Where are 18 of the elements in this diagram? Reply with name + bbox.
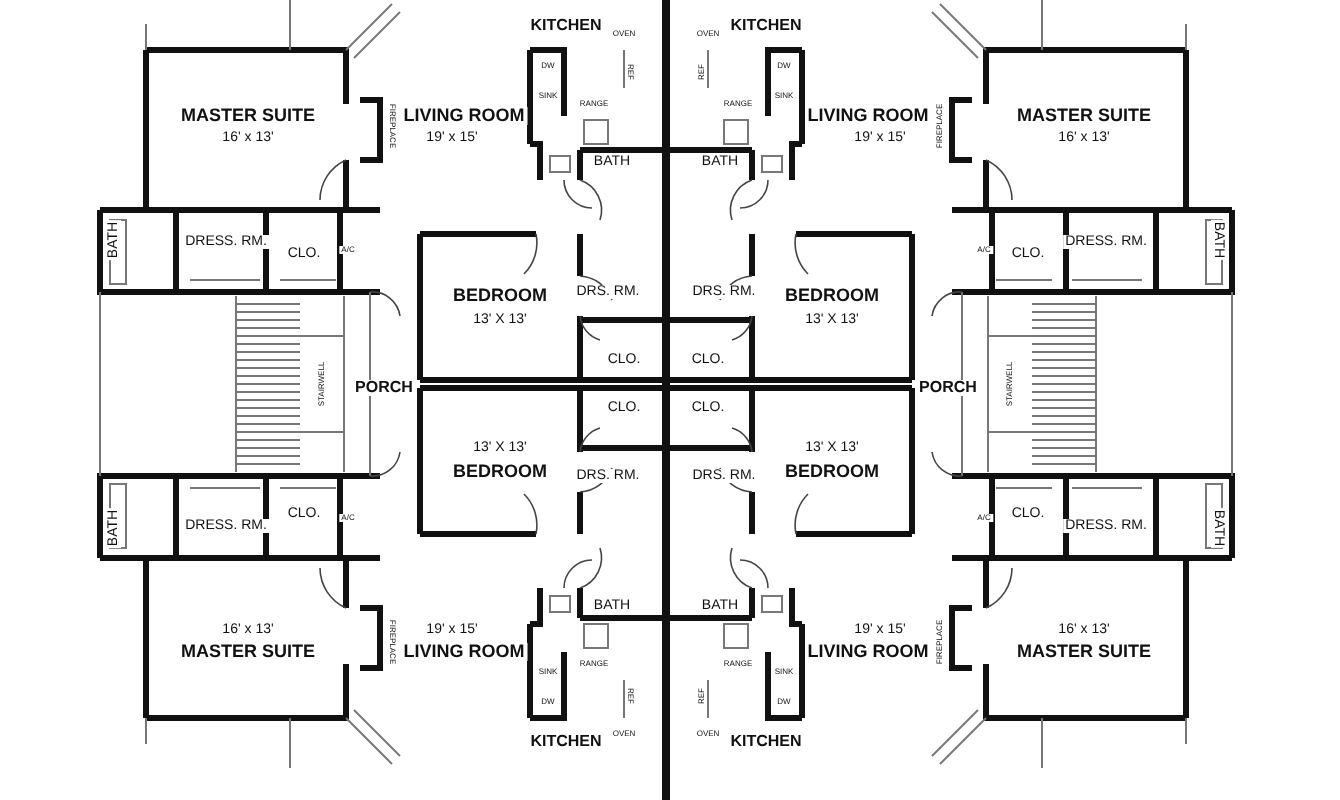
room-label: BEDROOM [783, 463, 881, 481]
room-label: KITCHEN [728, 18, 804, 34]
room-label: LIVING ROOM [401, 107, 527, 125]
room-label: LIVING ROOM [805, 643, 931, 661]
room-label: PORCH [917, 380, 979, 396]
room-label: LIVING ROOM [805, 107, 931, 125]
room-label: MASTER SUITE [1015, 107, 1153, 125]
room-label: PORCH [353, 380, 415, 396]
room-label: MASTER SUITE [179, 107, 317, 125]
room-label: BEDROOM [783, 287, 881, 305]
room-label: LIVING ROOM [401, 643, 527, 661]
room-label: MASTER SUITE [179, 643, 317, 661]
room-label: KITCHEN [528, 734, 604, 750]
room-label: BEDROOM [451, 287, 549, 305]
room-label: KITCHEN [728, 734, 804, 750]
room-label: KITCHEN [528, 18, 604, 34]
room-label: BEDROOM [451, 463, 549, 481]
room-label: MASTER SUITE [1015, 643, 1153, 661]
